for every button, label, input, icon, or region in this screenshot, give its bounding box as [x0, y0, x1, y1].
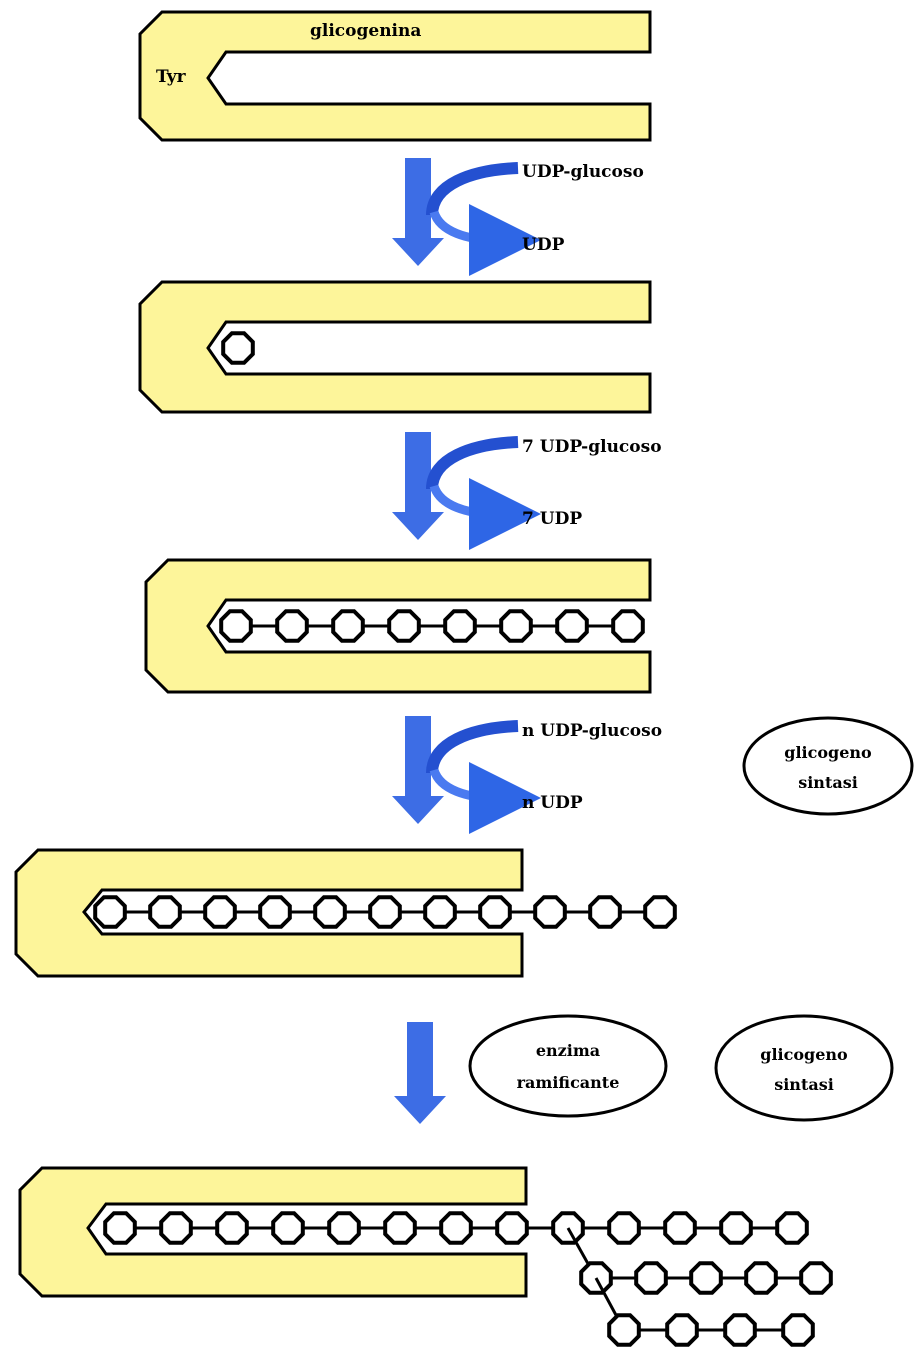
step-arrow-1: UDP-glucoso UDP	[392, 158, 644, 276]
glucose-unit	[313, 895, 347, 929]
glucose-unit	[383, 1211, 417, 1245]
down-arrow	[392, 716, 444, 824]
substrate-label: UDP-glucoso	[522, 162, 644, 182]
glucose-unit	[275, 609, 309, 643]
glucose-unit	[331, 609, 365, 643]
glucose-unit	[719, 1211, 753, 1245]
glucose-unit	[327, 1211, 361, 1245]
glucose-unit	[799, 1261, 833, 1295]
product-label: 7 UDP	[522, 509, 582, 529]
glucose-unit	[443, 609, 477, 643]
glycogenin-protein	[18, 1166, 528, 1298]
glucose-chain	[103, 1211, 833, 1347]
glucose-unit	[219, 609, 253, 643]
glycogenin-protein	[138, 280, 652, 414]
glucose-unit	[215, 1211, 249, 1245]
branching-enzyme-ellipse: enzima ramificante	[468, 1014, 668, 1118]
glucose-unit	[423, 895, 457, 929]
substrate-curve	[426, 720, 519, 774]
stage-2-glycogenin	[138, 280, 652, 414]
enzyme-label-line1: enzima	[536, 1041, 600, 1060]
glucose-unit	[533, 895, 567, 929]
glucose-unit	[439, 1211, 473, 1245]
glucose-chain	[93, 895, 677, 929]
enzyme-label-line1: glicogeno	[760, 1045, 848, 1064]
down-arrow	[392, 432, 444, 540]
substrate-curve	[426, 436, 519, 490]
product-curve	[429, 203, 541, 276]
substrate-label: 7 UDP-glucoso	[522, 437, 662, 457]
stage-4-glycogenin	[14, 848, 677, 978]
glucose-unit	[663, 1211, 697, 1245]
enzyme-label-line2: ramificante	[517, 1073, 620, 1092]
glucose-unit	[781, 1313, 815, 1347]
glycogen-synthase-ellipse: glicogeno sintasi	[742, 716, 914, 816]
substrate-curve	[426, 162, 519, 216]
glycogenin-protein	[138, 10, 652, 142]
enzyme-label-line2: sintasi	[774, 1075, 834, 1094]
glucose-unit	[203, 895, 237, 929]
substrate-label: n UDP-glucoso	[522, 721, 662, 741]
glucose-unit	[478, 895, 512, 929]
product-curve	[429, 761, 541, 834]
down-arrow	[392, 158, 444, 266]
glucose-unit	[258, 895, 292, 929]
glucose-unit	[775, 1211, 809, 1245]
stage-1-glycogenin: glicogenina Tyr	[138, 10, 652, 142]
tyr-label: Tyr	[156, 67, 187, 87]
product-label: UDP	[522, 235, 565, 255]
glucose-unit	[159, 1211, 193, 1245]
glycogenin-protein	[14, 848, 524, 978]
enzyme-label-line1: glicogeno	[784, 743, 872, 762]
step-arrow-3: n UDP-glucoso n UDP glicogeno sintasi	[392, 716, 914, 834]
glycogenin-label: glicogenina	[310, 21, 421, 41]
glucose-unit	[634, 1261, 668, 1295]
step-arrow-2: 7 UDP-glucoso 7 UDP	[392, 432, 662, 550]
glucose-unit	[555, 609, 589, 643]
glucose-unit	[387, 609, 421, 643]
glucose-unit	[665, 1313, 699, 1347]
glucose-unit	[643, 895, 677, 929]
step-arrow-4: enzima ramificante glicogeno sintasi	[394, 1014, 894, 1124]
glucose-unit	[93, 895, 127, 929]
glucose-unit	[495, 1211, 529, 1245]
glucose-unit	[607, 1211, 641, 1245]
glucose-unit	[744, 1261, 778, 1295]
stage-3-glycogenin	[144, 558, 652, 694]
glucose-unit	[611, 609, 645, 643]
glucose-unit	[689, 1261, 723, 1295]
glucose-chain	[221, 331, 255, 365]
enzyme-label-line2: sintasi	[798, 773, 858, 792]
glucose-unit	[499, 609, 533, 643]
down-arrow	[394, 1022, 446, 1124]
glucose-unit	[271, 1211, 305, 1245]
glucose-unit	[103, 1211, 137, 1245]
glycogenin-protein	[144, 558, 652, 694]
glucose-unit	[588, 895, 622, 929]
glucose-chain	[219, 609, 645, 643]
glucose-unit	[723, 1313, 757, 1347]
product-label: n UDP	[522, 793, 583, 813]
glucose-unit	[148, 895, 182, 929]
product-curve	[429, 477, 541, 550]
glycogen-synthase-ellipse: glicogeno sintasi	[714, 1014, 894, 1122]
glucose-unit	[221, 331, 255, 365]
glucose-unit	[607, 1313, 641, 1347]
stage-5-glycogenin	[18, 1166, 833, 1347]
glucose-unit	[368, 895, 402, 929]
